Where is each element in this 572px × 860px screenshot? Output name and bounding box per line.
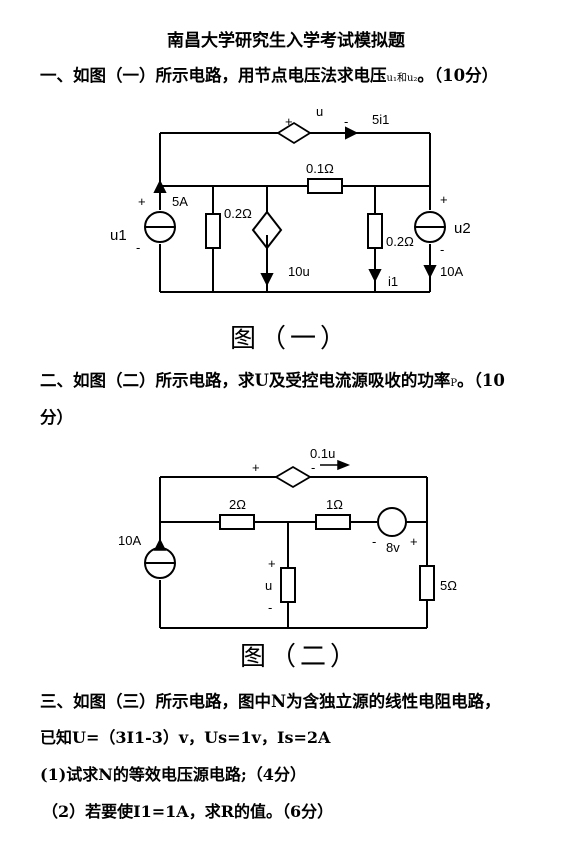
fig1-src-left-name: u1 bbox=[110, 227, 127, 244]
fig2-dep-top: 0.1u bbox=[310, 446, 335, 461]
fig1-dep-v-top: u bbox=[316, 104, 323, 119]
question-3-line3: (1)试求N的等效电压源电路;（4分） bbox=[40, 765, 306, 784]
fig1-src-left-minus: - bbox=[136, 240, 140, 255]
fig1-src-left-plus: + bbox=[138, 194, 146, 209]
question-1: 一、如图（一）所示电路，用节点电压法求电压u₁和u₂。（10分） bbox=[40, 62, 560, 93]
question-1-text: 一、如图（一）所示电路，用节点电压法求电压 bbox=[40, 66, 387, 85]
question-2-text: 二、如图（二）所示电路，求U及受控电流源吸收的功率 bbox=[40, 371, 451, 390]
fig2-r3: 5Ω bbox=[440, 578, 457, 593]
fig1-src-right-val: 10A bbox=[440, 264, 463, 279]
fig2-dep-minus: - bbox=[311, 460, 315, 475]
question-3-line4: （2）若要使I1=1A，求R的值。（6分） bbox=[42, 802, 334, 821]
fig1-r-right: 0.2Ω bbox=[386, 234, 414, 249]
fig1-dep-i: 10u bbox=[288, 264, 310, 279]
fig2-vsrc-minus: - bbox=[372, 534, 376, 549]
question-2-symbol: P bbox=[450, 378, 458, 389]
question-2-line2: 分） bbox=[40, 408, 73, 427]
fig2-u-label: u bbox=[265, 578, 272, 593]
question-2: 二、如图（二）所示电路，求U及受控电流源吸收的功率P。（10 bbox=[40, 367, 560, 398]
question-1-vars: u₁和u₂ bbox=[386, 73, 418, 84]
fig2-r2: 1Ω bbox=[326, 497, 343, 512]
question-3-line2: 已知U=（3I1-3）v，Us=1v，Is=2A bbox=[40, 728, 331, 747]
fig2-r1: 2Ω bbox=[229, 497, 246, 512]
fig1-src-right-name: u2 bbox=[454, 220, 471, 237]
fig2-u-plus: + bbox=[268, 556, 276, 571]
fig2-isrc: 10A bbox=[118, 533, 141, 548]
figure-1-caption: 图（一） bbox=[230, 324, 351, 354]
question-1-score: 10 bbox=[442, 66, 466, 85]
fig2-dep-plus: + bbox=[252, 460, 260, 475]
fig1-dep-v-plus: + bbox=[285, 114, 293, 129]
fig1-dep-v-minus: - bbox=[344, 114, 348, 129]
figure-2-caption: 图（二） bbox=[240, 642, 361, 672]
fig1-src-right-plus: + bbox=[440, 192, 448, 207]
question-1-tail: 。（ bbox=[417, 66, 443, 85]
fig2-u-minus: - bbox=[268, 600, 272, 615]
question-3-line1: 三、如图（三）所示电路，图中N为含独立源的线性电阻电路， bbox=[40, 692, 501, 711]
fig1-r-left: 0.2Ω bbox=[224, 206, 252, 221]
exam-title: 南昌大学研究生入学考试模拟题 bbox=[167, 31, 405, 51]
fig1-src-left-val: 5A bbox=[172, 194, 188, 209]
fig2-vsrc: 8v bbox=[386, 540, 400, 555]
fig1-src-right-minus: - bbox=[440, 242, 444, 257]
question-1-end: 分） bbox=[465, 66, 499, 85]
fig2-vsrc-plus: + bbox=[410, 534, 418, 549]
question-2-tail: 。（10 bbox=[457, 371, 505, 390]
fig1-dep-v-value: 5i1 bbox=[372, 112, 389, 127]
fig1-r-top: 0.1Ω bbox=[306, 161, 334, 176]
fig1-current: i1 bbox=[388, 274, 398, 289]
